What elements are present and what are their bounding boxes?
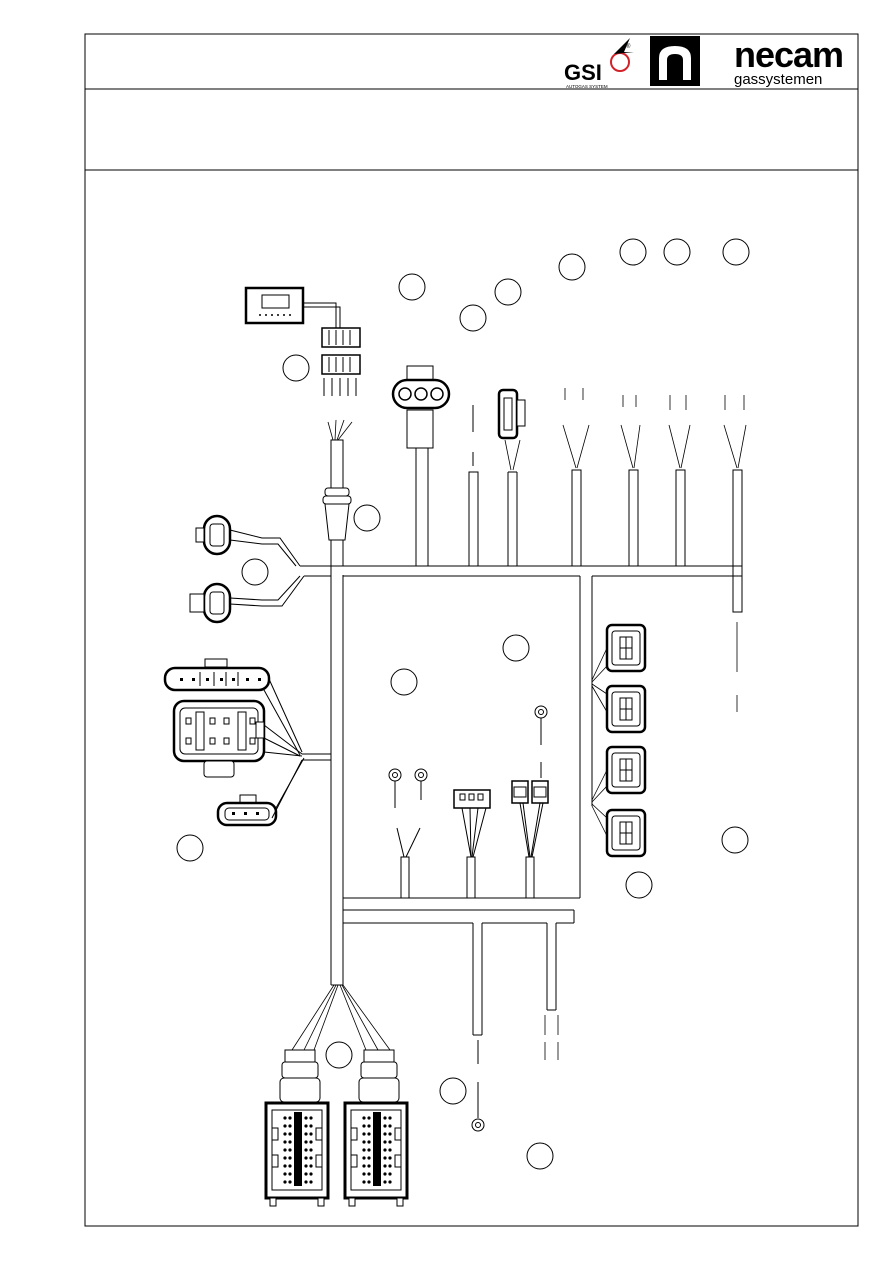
ecu-connector-left (264, 1049, 330, 1207)
callout-circle (176, 834, 204, 862)
callout-circle (526, 1142, 554, 1170)
ecu-wire-fan (291, 984, 391, 1051)
left-oval-connector-b (189, 575, 305, 624)
callout-circle (390, 668, 418, 696)
switch-display-unit (244, 286, 341, 328)
callout-circle (619, 238, 647, 266)
relay-1 (605, 623, 647, 673)
callout-circle (439, 1077, 467, 1105)
callout-circle (663, 238, 691, 266)
four-pin-vertical-connector (497, 388, 526, 440)
left-branch-wires (263, 678, 331, 819)
cable-grommet (322, 439, 352, 567)
callout-circle (722, 238, 750, 266)
callout-circle (353, 504, 381, 532)
multi-pin-plug (321, 327, 361, 441)
harness-trunks (330, 545, 743, 1036)
callout-circle (282, 354, 310, 382)
ring-terminal-pair (388, 768, 428, 899)
small-inline-connector (216, 794, 278, 827)
callout-circle (494, 278, 522, 306)
callout-circle (625, 871, 653, 899)
large-eight-pin-connector (172, 699, 266, 778)
gsi-registered-mark: ® (626, 43, 631, 50)
small-plug-middle (453, 789, 491, 899)
relay-3 (605, 745, 647, 795)
wire-fans-top (504, 388, 747, 712)
necam-n-icon (650, 36, 700, 86)
necam-logo: necam gassystemen (734, 34, 844, 88)
callout-circle (241, 558, 269, 586)
gsi-logo-subtitle: AUTOGAS SYSTEM (566, 84, 608, 89)
fuse-leads-bottom (544, 1015, 559, 1060)
gsi-ring-icon (610, 52, 630, 72)
callout-circle (398, 273, 426, 301)
gsi-logo: GSI AUTOGAS SYSTEM ® (564, 38, 634, 89)
ring-terminal-single (534, 705, 548, 778)
callout-circle (459, 304, 487, 332)
left-oval-connector-a (195, 514, 301, 567)
necam-logo-subtitle: gassystemen (734, 71, 822, 88)
y-branch-left (300, 565, 331, 577)
callout-circle (558, 253, 586, 281)
ring-terminal-bottom (471, 1040, 485, 1132)
flat-multi-connector (163, 658, 271, 692)
fuse-holder-pair (511, 780, 549, 899)
callout-circle (721, 826, 749, 854)
drawing-frame (84, 33, 859, 1227)
three-pin-connector (391, 365, 451, 449)
callout-circle (502, 634, 530, 662)
relay-wires (591, 647, 608, 837)
relay-4 (605, 808, 647, 858)
callout-circle (325, 1041, 353, 1069)
relay-2 (605, 684, 647, 734)
ecu-connector-right (343, 1049, 409, 1207)
top-branch-drops (415, 405, 743, 613)
necam-logo-text: necam (734, 34, 843, 75)
gsi-logo-text: GSI (564, 60, 602, 85)
callout-circles (176, 238, 750, 1170)
gsi-star-icon (614, 38, 634, 54)
